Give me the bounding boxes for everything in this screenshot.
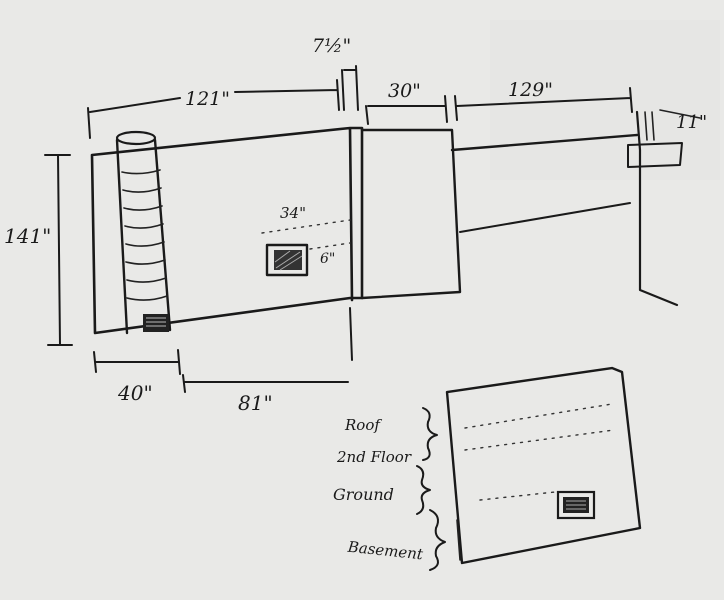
dim-line-129: [454, 87, 633, 121]
section-left-edge: [456, 519, 461, 561]
dim-label-notch: 7½": [312, 35, 351, 57]
dim-line-notch: [341, 65, 359, 111]
roof-line: [464, 403, 613, 429]
brace-ground: [416, 465, 431, 515]
bump-outline: [360, 128, 462, 300]
dim-label-129: 129": [508, 79, 553, 101]
far-right-post: [644, 111, 655, 141]
chimney-vent-icon: [143, 314, 169, 332]
second-floor-line: [464, 429, 615, 451]
top-elevation: 121" 7½" 30" 129" 11" 141" 40" 81" 34" 6…: [4, 35, 707, 415]
dim-line-141: [44, 154, 73, 346]
far-right-wall: [635, 110, 679, 307]
dim-label-81: 81": [238, 391, 273, 415]
dim-line-81: [182, 307, 353, 393]
right-roofline: [450, 133, 639, 152]
wall-outline: [90, 126, 364, 335]
brace-roof: [422, 407, 438, 461]
section-outline: [445, 366, 642, 565]
dim-line-40: [93, 349, 181, 375]
dim-line-30: [365, 95, 448, 125]
dim-line-121: [87, 79, 340, 139]
dim-label-141: 141": [4, 224, 51, 248]
dim-label-30: 30": [388, 80, 421, 102]
dim-label-34: 34": [280, 204, 306, 222]
right-lower-slope: [459, 202, 631, 233]
brace-basement: [429, 509, 446, 571]
floor-label-second: 2nd Floor: [336, 448, 412, 466]
dim-label-40: 40": [117, 381, 153, 405]
far-right-cap: [627, 142, 683, 168]
dim-label-6: 6": [320, 251, 335, 267]
wall-vent: [261, 219, 351, 277]
dim-label-11: 11": [676, 112, 707, 133]
chimney: [115, 130, 172, 335]
floor-label-ground: Ground: [333, 485, 394, 504]
section-vent-frame: [556, 490, 596, 520]
floor-label-roof: Roof: [344, 416, 382, 434]
dim-line-11: [659, 109, 701, 119]
dim-label-121: 121": [185, 88, 230, 110]
